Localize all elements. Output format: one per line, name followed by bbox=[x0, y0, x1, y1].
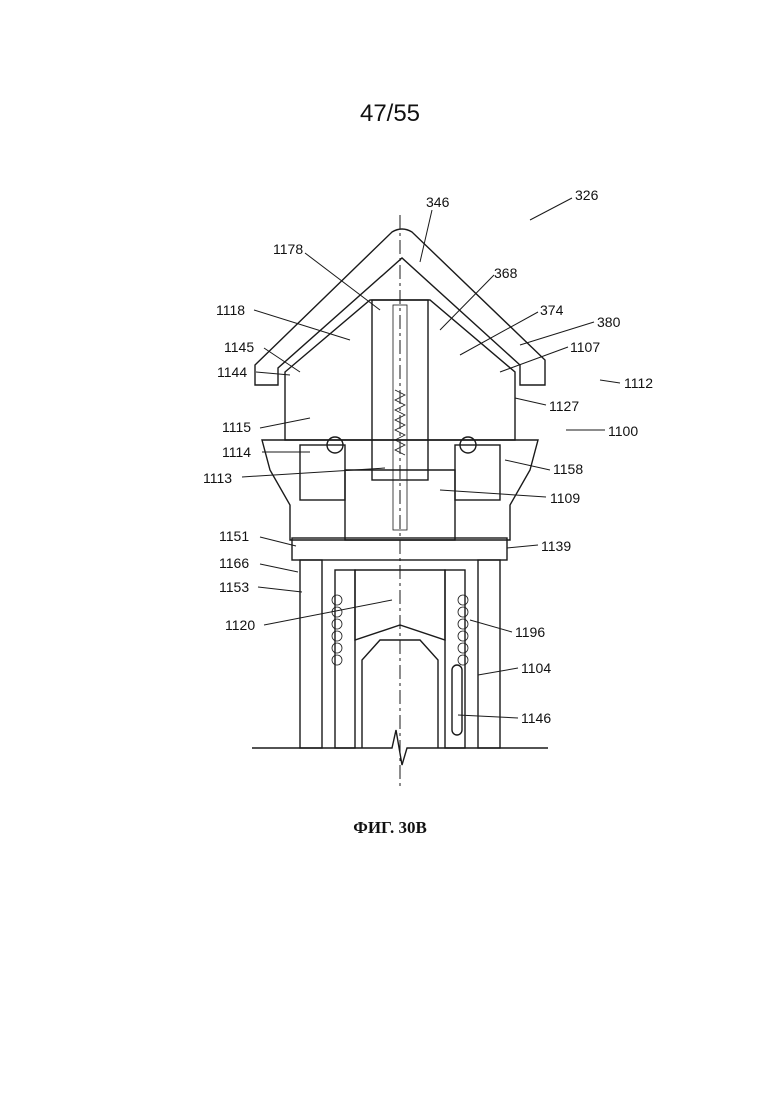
inner-tube-left bbox=[335, 570, 355, 748]
label-1100: 1100 bbox=[608, 423, 638, 439]
label-1112: 1112 bbox=[624, 375, 653, 391]
label-1145: 1145 bbox=[224, 339, 254, 355]
label-368: 368 bbox=[494, 265, 518, 281]
label-1113: 1113 bbox=[203, 470, 232, 486]
coil-spring-left bbox=[332, 595, 342, 665]
label-380: 380 bbox=[597, 314, 621, 330]
label-1196: 1196 bbox=[515, 624, 545, 640]
label-326: 326 bbox=[575, 187, 599, 203]
label-1158: 1158 bbox=[553, 461, 583, 477]
label-1144: 1144 bbox=[217, 364, 247, 380]
slot-1146 bbox=[452, 665, 462, 735]
label-1104: 1104 bbox=[521, 660, 551, 676]
label-1139: 1139 bbox=[541, 538, 571, 554]
label-1151: 1151 bbox=[219, 528, 249, 544]
label-1166: 1166 bbox=[219, 555, 249, 571]
label-1127: 1127 bbox=[549, 398, 579, 414]
label-1107: 1107 bbox=[570, 339, 600, 355]
leader-lines bbox=[242, 198, 620, 718]
label-346: 346 bbox=[426, 194, 450, 210]
label-1114: 1114 bbox=[222, 444, 251, 460]
figure-caption: ФИГ. 30В bbox=[290, 818, 490, 838]
label-1120: 1120 bbox=[225, 617, 255, 633]
label-1146: 1146 bbox=[521, 710, 551, 726]
label-1115: 1115 bbox=[222, 419, 251, 435]
label-1153: 1153 bbox=[219, 579, 249, 595]
label-374: 374 bbox=[540, 302, 564, 318]
coil-spring-right bbox=[458, 595, 468, 665]
label-1109: 1109 bbox=[550, 490, 580, 506]
outer-tube-left bbox=[300, 560, 322, 748]
outer-tube-right bbox=[478, 560, 500, 748]
label-1118: 1118 bbox=[216, 302, 245, 318]
label-1178: 1178 bbox=[273, 241, 303, 257]
